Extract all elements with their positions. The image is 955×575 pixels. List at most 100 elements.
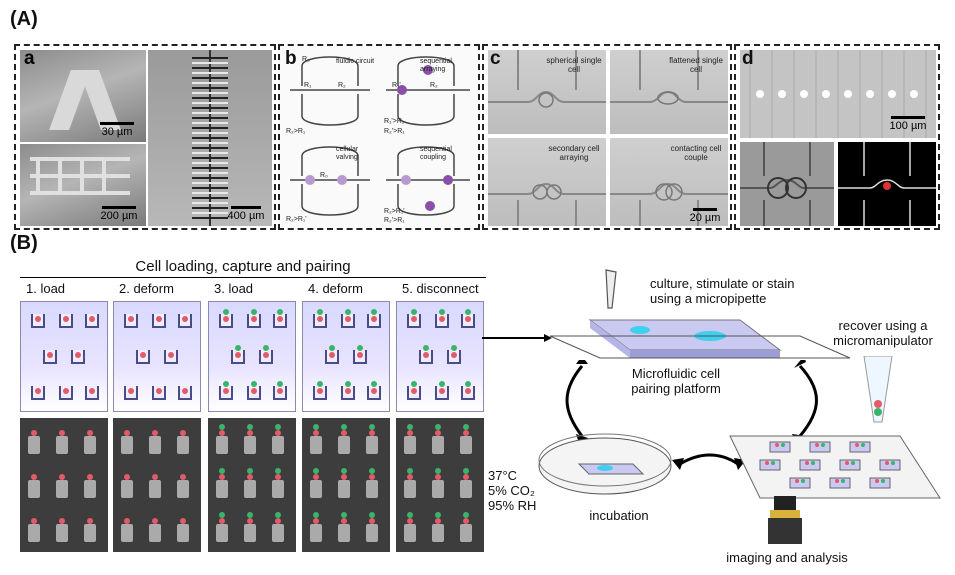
micrograph-flattened-single-cell: flattened single cell: [610, 50, 728, 134]
cell-red: [63, 388, 69, 394]
label-fluidic-circuit: fluidic circuit: [336, 58, 375, 65]
cell-red: [277, 388, 283, 394]
cell-green: [317, 309, 323, 315]
cell-red: [251, 388, 257, 394]
cell-red: [317, 316, 323, 322]
cell-green: [345, 381, 351, 387]
cell-red: [182, 316, 188, 322]
sem-image-serpentine: [20, 144, 146, 226]
array-slide-icon: [729, 435, 941, 499]
step-title-2: 2. deform: [119, 281, 174, 296]
step-schematic-1: [20, 301, 108, 412]
incubation-conditions: 37°C 5% CO₂ 95% RH: [488, 468, 537, 513]
cell-red: [63, 316, 69, 322]
step-micrograph-4: [302, 418, 390, 552]
label-q2-r1: R₁': [392, 82, 401, 89]
cell-red: [263, 352, 269, 358]
cell-red: [47, 352, 53, 358]
cell-red: [156, 388, 162, 394]
step-micrograph-1: [20, 418, 108, 552]
cell-red: [465, 316, 471, 322]
cell-green: [439, 381, 445, 387]
header-divider: [20, 277, 486, 278]
cell-red: [357, 352, 363, 358]
micrograph-cell-pair-fluorescence: [838, 142, 936, 226]
imaging-label: imaging and analysis: [726, 550, 848, 565]
cell-red: [35, 316, 41, 322]
cell-red: [411, 388, 417, 394]
cell-red: [251, 316, 257, 322]
label-sequential-coupling: sequential coupling: [420, 146, 452, 161]
cell-red: [371, 316, 377, 322]
cell-green: [465, 309, 471, 315]
scale-bar-400um: 400 µm: [222, 206, 270, 222]
micrograph-secondary-cell-arraying: secondary cell arraying: [488, 138, 606, 226]
label-r1: R₁: [304, 82, 312, 89]
cell-red: [439, 316, 445, 322]
cell-green: [451, 345, 457, 351]
cell-green: [223, 309, 229, 315]
cell-green: [223, 381, 229, 387]
cell-red: [128, 388, 134, 394]
cell-red: [156, 316, 162, 322]
cell-green: [423, 345, 429, 351]
culture-text: culture, stimulate or stain using a micr…: [650, 276, 795, 306]
label-q2-r2: R₂: [430, 82, 438, 89]
cell-red: [317, 388, 323, 394]
step-micrograph-2: [113, 418, 201, 552]
subpanel-a-letter: a: [24, 48, 35, 69]
cell-green: [411, 309, 417, 315]
cell-green: [235, 345, 241, 351]
cell-red: [89, 316, 95, 322]
cond-q2-1: R₁'>R₂: [384, 118, 405, 125]
step-schematic-5: [396, 301, 484, 412]
platform-text: Microfluidic cell pairing platform: [631, 366, 721, 396]
label-r0: R₀: [302, 56, 310, 63]
cell-red: [345, 388, 351, 394]
cell-green: [277, 309, 283, 315]
cell-green: [329, 345, 335, 351]
subpanel-c: spherical single cell flattened single c…: [482, 44, 732, 230]
subpanel-d-letter: d: [742, 48, 754, 69]
scale-bar-200um: 200 µm: [92, 206, 146, 222]
cell-green: [251, 381, 257, 387]
micropipette-icon: [600, 268, 630, 312]
cell-red: [128, 316, 134, 322]
panel-b-label: (B): [10, 232, 38, 254]
incubation-label: incubation: [589, 508, 649, 523]
step-micrograph-5: [396, 418, 484, 552]
recover-text: recover using a micromanipulator: [833, 318, 933, 348]
step-title-1: 1. load: [26, 281, 66, 296]
step-title-3: 3. load: [214, 281, 254, 296]
cell-red: [329, 352, 335, 358]
micrograph-contacting-cell-couple: contacting cell couple: [610, 138, 728, 226]
cell-green: [263, 345, 269, 351]
workflow-header: Cell loading, capture and pairing: [135, 258, 351, 275]
step-micrograph-3: [208, 418, 296, 552]
scale-bar-100um: 100 µm: [884, 116, 932, 132]
cell-green: [465, 381, 471, 387]
cell-red: [345, 316, 351, 322]
cell-red: [235, 352, 241, 358]
sem-image-long-channel: [148, 50, 272, 226]
label-sequential-arraying: sequential arraying: [420, 58, 452, 73]
subpanel-a: a 30 µm 200 µm 400 µm: [14, 44, 276, 230]
step-title-5: 5. disconnect: [402, 281, 479, 296]
cell-green: [277, 381, 283, 387]
subpanel-c-letter: c: [490, 48, 501, 69]
cell-red: [277, 316, 283, 322]
cell-red: [411, 316, 417, 322]
cell-green: [439, 309, 445, 315]
micrograph-spherical-single-cell: spherical single cell: [488, 50, 606, 134]
cond-q3: R₂>R₁': [286, 216, 307, 223]
step-title-4: 4. deform: [308, 281, 363, 296]
subpanel-b-letter: b: [285, 48, 297, 69]
cell-green: [357, 345, 363, 351]
cell-green: [251, 309, 257, 315]
cell-red: [439, 388, 445, 394]
cell-green: [317, 381, 323, 387]
cell-red: [89, 388, 95, 394]
label-cellular-valving: cellular valving: [336, 146, 359, 161]
cell-red: [140, 352, 146, 358]
cell-green: [371, 381, 377, 387]
